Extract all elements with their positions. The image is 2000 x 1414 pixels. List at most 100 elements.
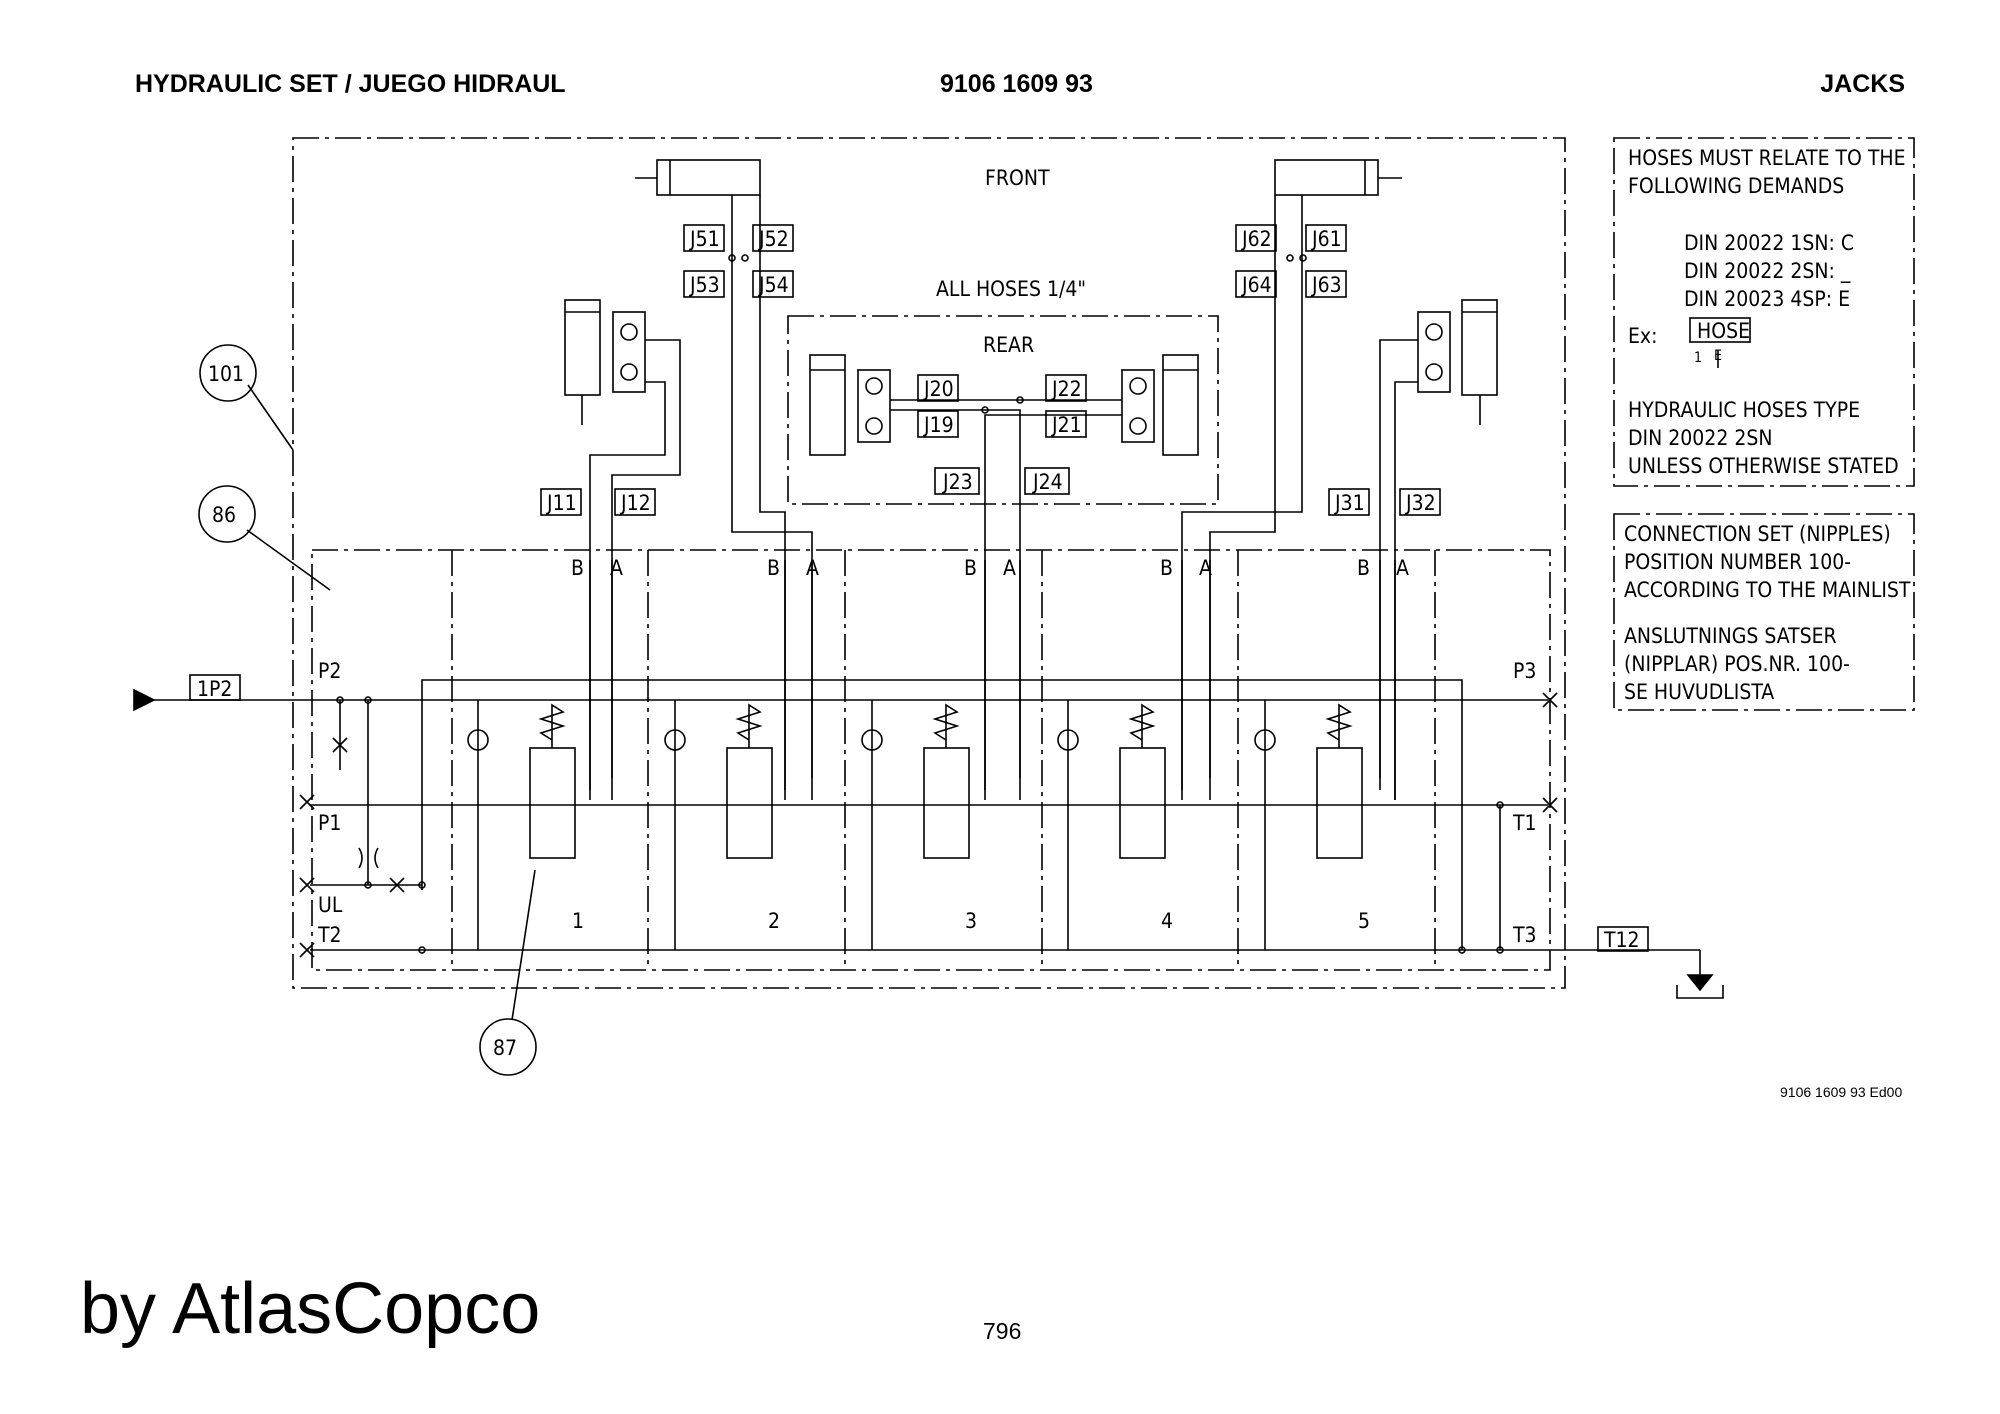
page-number: 796 bbox=[983, 1318, 1022, 1344]
front-left-cylinder bbox=[635, 159, 761, 196]
port-j20: J20 bbox=[923, 377, 954, 401]
rear-right-cylinder bbox=[1121, 354, 1199, 456]
note-hoses-2: FOLLOWING DEMANDS bbox=[1628, 174, 1844, 198]
note-type-1: HYDRAULIC HOSES TYPE bbox=[1628, 398, 1860, 422]
note-conn-3: ACCORDING TO THE MAINLIST bbox=[1624, 578, 1911, 602]
port-t3: T3 bbox=[1512, 923, 1537, 947]
section-3-b: B bbox=[964, 556, 977, 580]
port-j32: J32 bbox=[1405, 491, 1436, 515]
hydraulic-set-boundary bbox=[292, 137, 1566, 989]
header-title: HYDRAULIC SET / JUEGO HIDRAUL bbox=[135, 70, 566, 98]
port-j11: J11 bbox=[546, 491, 577, 515]
note-din-3: DIN 20023 4SP: E bbox=[1684, 287, 1850, 311]
front-right-cylinder bbox=[1274, 159, 1402, 196]
front-label: FRONT bbox=[985, 166, 1050, 190]
header-part-number: 9106 1609 93 bbox=[940, 70, 1093, 98]
section-2-b: B bbox=[767, 556, 780, 580]
note-din-2: DIN 20022 2SN: _ bbox=[1684, 259, 1851, 284]
callout-86: 86 bbox=[212, 503, 236, 527]
section-number-1: 1 bbox=[572, 909, 584, 933]
note-hose-sub-1: 1 bbox=[1694, 350, 1702, 366]
port-t12: T12 bbox=[1603, 928, 1640, 952]
port-j51: J51 bbox=[689, 227, 720, 251]
valve-section-5 bbox=[1254, 560, 1396, 950]
section-5-a: A bbox=[1396, 556, 1409, 580]
valve-section-4 bbox=[1057, 560, 1211, 950]
port-j61: J61 bbox=[1311, 227, 1342, 251]
valve-section-3 bbox=[861, 560, 1021, 950]
section-2-a: A bbox=[806, 556, 819, 580]
port-j63: J63 bbox=[1311, 273, 1342, 297]
port-j31: J31 bbox=[1334, 491, 1365, 515]
section-number-5: 5 bbox=[1358, 909, 1370, 933]
all-hoses-label: ALL HOSES 1/4" bbox=[936, 277, 1086, 301]
port-j54: J54 bbox=[758, 273, 789, 297]
port-ul: UL bbox=[318, 893, 343, 917]
port-j19: J19 bbox=[923, 413, 954, 437]
port-p3: P3 bbox=[1513, 659, 1536, 683]
port-j62: J62 bbox=[1241, 227, 1272, 251]
port-j64: J64 bbox=[1241, 273, 1272, 297]
section-number-4: 4 bbox=[1161, 909, 1173, 933]
callout-86-circle bbox=[198, 485, 256, 543]
note-ansl-2: (NIPPLAR) POS.NR. 100- bbox=[1624, 652, 1850, 676]
port-t2: T2 bbox=[317, 923, 342, 947]
callout-leaders bbox=[246, 384, 536, 1021]
port-j23: J23 bbox=[942, 470, 973, 494]
connection-notes-box bbox=[1613, 513, 1915, 711]
callout-101: 101 bbox=[208, 362, 244, 386]
note-hose: HOSE bbox=[1697, 319, 1750, 343]
section-dividers bbox=[451, 550, 1436, 970]
port-label-boxes bbox=[189, 224, 1649, 952]
left-jack-cylinder bbox=[564, 299, 646, 425]
brand-text: by AtlasCopco bbox=[80, 1269, 541, 1349]
rear-label: REAR bbox=[983, 333, 1034, 357]
note-ex: Ex: bbox=[1628, 324, 1657, 348]
note-conn-2: POSITION NUMBER 100- bbox=[1624, 550, 1851, 574]
port-j24: J24 bbox=[1032, 470, 1063, 494]
section-4-a: A bbox=[1199, 556, 1212, 580]
note-hoses-1: HOSES MUST RELATE TO THE bbox=[1628, 146, 1906, 170]
hose-notes-box bbox=[1613, 137, 1915, 487]
note-hose-sub-2: E bbox=[1714, 348, 1722, 364]
note-din-1: DIN 20022 1SN: C bbox=[1684, 231, 1854, 255]
callout-87: 87 bbox=[493, 1036, 517, 1060]
right-jack-cylinder bbox=[1417, 299, 1498, 425]
note-type-2: DIN 20022 2SN bbox=[1628, 426, 1772, 450]
tank-symbol bbox=[1686, 974, 1714, 992]
drawing-reference: 9106 1609 93 Ed00 bbox=[1780, 1084, 1903, 1100]
port-j53: J53 bbox=[689, 273, 720, 297]
rear-left-cylinder bbox=[809, 354, 891, 456]
valve-block-boundary bbox=[311, 549, 1551, 971]
pressure-inlet-arrow bbox=[133, 688, 156, 712]
port-1p2: 1P2 bbox=[197, 677, 232, 701]
note-type-3: UNLESS OTHERWISE STATED bbox=[1628, 454, 1899, 478]
rear-boundary bbox=[787, 315, 1219, 505]
port-j52: J52 bbox=[758, 227, 789, 251]
port-marks bbox=[299, 692, 1558, 958]
manifold-lines bbox=[150, 679, 1724, 999]
port-j22: J22 bbox=[1051, 377, 1082, 401]
note-ansl-3: SE HUVUDLISTA bbox=[1624, 680, 1774, 704]
port-p2: P2 bbox=[318, 659, 341, 683]
section-number-3: 3 bbox=[965, 909, 977, 933]
note-ansl-1: ANSLUTNINGS SATSER bbox=[1624, 624, 1837, 648]
section-1-a: A bbox=[610, 556, 623, 580]
section-5-b: B bbox=[1357, 556, 1370, 580]
port-t1: T1 bbox=[1512, 811, 1537, 835]
port-j21: J21 bbox=[1051, 413, 1082, 437]
section-3-a: A bbox=[1003, 556, 1016, 580]
section-number-2: 2 bbox=[768, 909, 780, 933]
port-p1: P1 bbox=[318, 811, 341, 835]
valve-section-1 bbox=[467, 560, 613, 950]
port-j12: J12 bbox=[620, 491, 651, 515]
valve-section-2 bbox=[664, 560, 813, 950]
callout-87-circle bbox=[479, 1018, 537, 1076]
section-4-b: B bbox=[1160, 556, 1173, 580]
hose-example-box bbox=[1689, 317, 1751, 343]
header-section: JACKS bbox=[1820, 70, 1905, 98]
section-1-b: B bbox=[571, 556, 584, 580]
callout-101-circle bbox=[199, 344, 257, 402]
note-conn-1: CONNECTION SET (NIPPLES) bbox=[1624, 522, 1891, 546]
